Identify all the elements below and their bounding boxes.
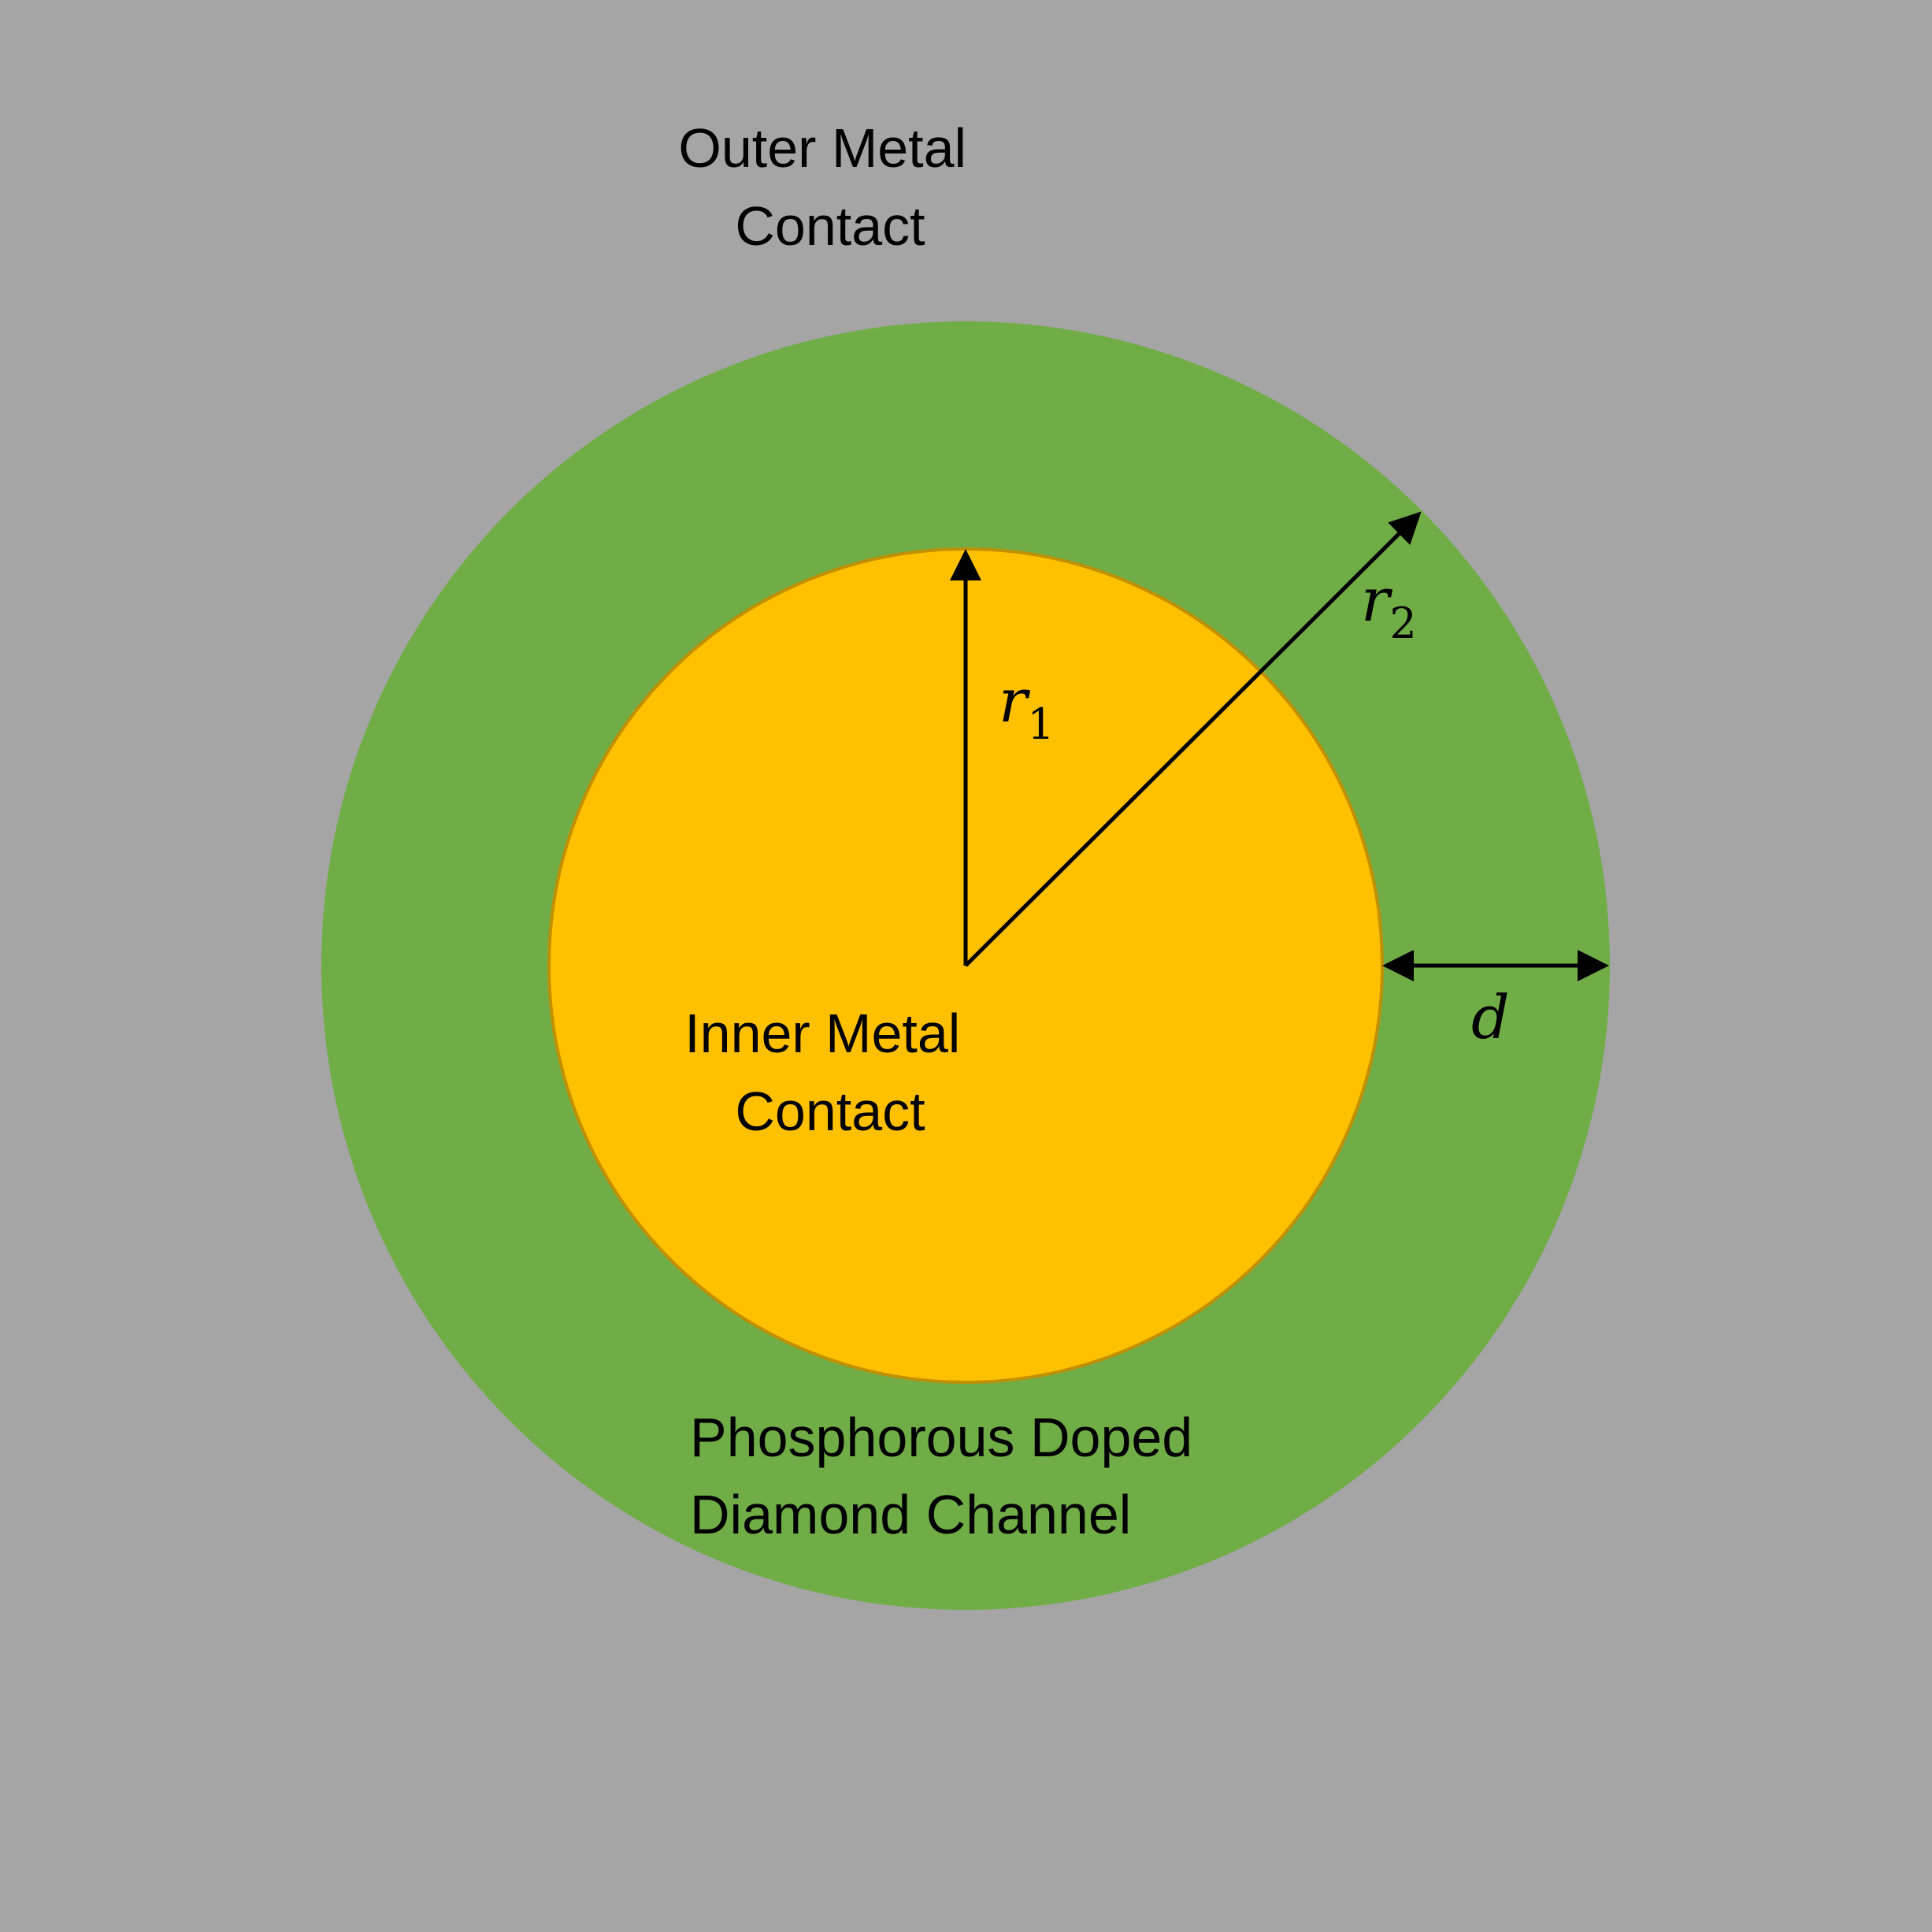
r1-subscript: 1 xyxy=(1027,699,1054,749)
inner-contact-label-line2: Contact xyxy=(735,1081,925,1142)
inner-contact-label: Inner Metal Contact xyxy=(684,1003,976,1142)
r2-subscript: 2 xyxy=(1389,599,1416,648)
outer-contact-label-line1: Outer Metal xyxy=(678,117,966,179)
channel-label-line1: Phosphorous Doped xyxy=(690,1407,1192,1468)
inner-contact-label-line1: Inner Metal xyxy=(684,1003,960,1064)
channel-label: Phosphorous Doped Diamond Channel xyxy=(690,1407,1208,1545)
d-label: d xyxy=(1471,982,1510,1052)
r1-symbol: r xyxy=(999,666,1031,736)
channel-label-line2: Diamond Channel xyxy=(690,1484,1131,1545)
outer-contact-label: Outer Metal Contact xyxy=(678,117,981,257)
r2-label: r2 xyxy=(1361,565,1417,648)
outer-contact-label-line2: Contact xyxy=(735,195,925,257)
r2-arrow xyxy=(964,511,1422,967)
r2-symbol: r xyxy=(1361,565,1393,635)
r1-label: r1 xyxy=(999,666,1055,749)
